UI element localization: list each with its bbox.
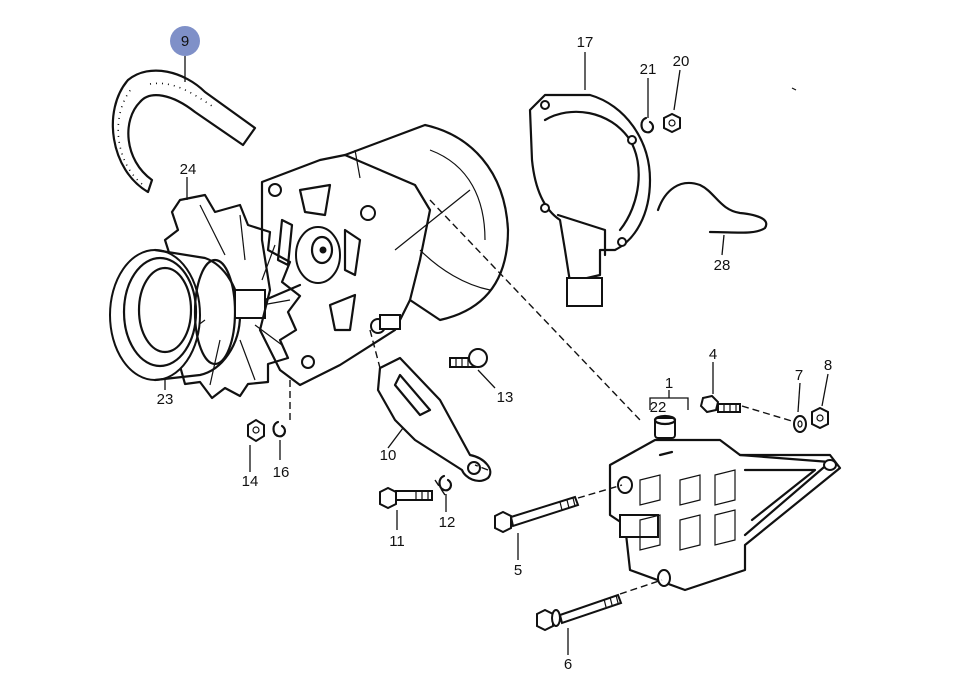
bracket[interactable] <box>608 438 842 592</box>
bolt-11[interactable] <box>379 486 433 510</box>
alternator[interactable] <box>258 123 510 387</box>
spring-washer-16[interactable] <box>272 420 287 438</box>
nut-20[interactable] <box>663 112 681 134</box>
callout-11[interactable]: 11 <box>389 533 405 550</box>
callout-6[interactable]: 6 <box>564 656 572 673</box>
long-bolt-5[interactable] <box>494 495 580 534</box>
bolt-13[interactable] <box>449 348 488 368</box>
tensioning-strap[interactable] <box>376 356 492 482</box>
washer-7[interactable] <box>793 415 807 433</box>
cover[interactable] <box>528 93 652 307</box>
callout-10[interactable]: 10 <box>380 447 397 464</box>
stray-mark <box>791 87 797 91</box>
pulley[interactable] <box>109 248 302 382</box>
callout-8[interactable]: 8 <box>824 357 832 374</box>
callout-7[interactable]: 7 <box>795 367 803 384</box>
callout-21[interactable]: 21 <box>640 61 657 78</box>
callout-24[interactable]: 24 <box>180 161 197 178</box>
callout-5[interactable]: 5 <box>514 562 522 579</box>
assembly-lines <box>289 199 796 595</box>
callout-16[interactable]: 16 <box>273 464 290 481</box>
leader-lines <box>164 52 829 655</box>
bushing-22[interactable] <box>653 414 677 439</box>
nut-14[interactable] <box>247 418 265 443</box>
spring-washer-12[interactable] <box>438 474 453 492</box>
long-bolt-6[interactable] <box>536 593 623 632</box>
callout-9[interactable]: 9 <box>181 33 189 50</box>
callout-17[interactable]: 17 <box>577 34 594 51</box>
callout-14[interactable]: 14 <box>242 473 259 490</box>
callout-23[interactable]: 23 <box>157 391 174 408</box>
callout-28[interactable]: 28 <box>714 257 731 274</box>
wire[interactable] <box>656 182 768 234</box>
callout-12[interactable]: 12 <box>439 514 456 531</box>
v-belt[interactable] <box>111 69 257 194</box>
nut-8[interactable] <box>811 406 829 430</box>
highlight-circle <box>170 26 200 56</box>
callout-4[interactable]: 4 <box>709 346 717 363</box>
callout-22[interactable]: 22 <box>650 399 667 416</box>
spring-washer-21[interactable] <box>640 116 655 134</box>
callout-1[interactable]: 1 <box>665 375 673 392</box>
callout-13[interactable]: 13 <box>497 389 514 406</box>
callout-20[interactable]: 20 <box>673 53 690 70</box>
bolt-4[interactable] <box>699 394 741 414</box>
